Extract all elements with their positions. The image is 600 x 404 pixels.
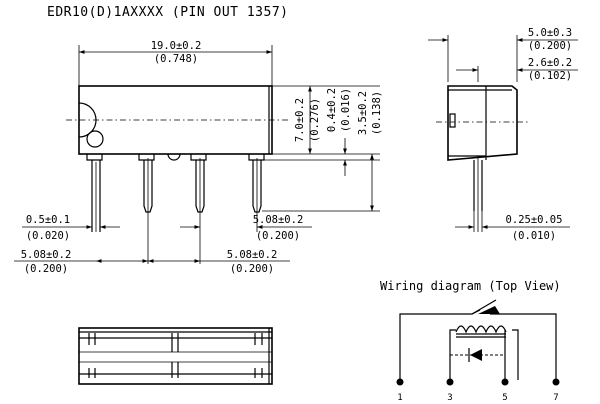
- pitch-right-dim-label: 5.08±0.2: [253, 214, 304, 226]
- pin-row-dim-label: 2.6±0.2: [528, 57, 572, 69]
- pin-width-dim-label: 0.5±0.1: [26, 214, 70, 226]
- pin-row-dim-inch: (0.102): [528, 70, 572, 82]
- pin-5: [195, 158, 205, 264]
- side-view: 5.0±0.3 (0.200) 2.6±0.2 (0.102) 0.25±0.0…: [428, 27, 578, 242]
- pitch-mid-dim-label: 5.08±0.2: [227, 249, 278, 261]
- terminal-3: [446, 378, 454, 386]
- orientation-dot: [86, 130, 104, 148]
- pitch-left-dim-label: 5.08±0.2: [21, 249, 72, 261]
- pin-width-dim-inch: (0.020): [26, 230, 70, 242]
- height-dim-label: 7.0±0.2: [294, 98, 306, 142]
- reed-switch-contact: [471, 299, 497, 315]
- terminal-label-7: 7: [553, 393, 558, 403]
- pin-3: [143, 158, 153, 264]
- side-body: [447, 85, 518, 161]
- pin-length-dim-label: 3.5±0.2: [357, 91, 369, 135]
- pitch-mid-dim-inch: (0.200): [230, 263, 274, 275]
- terminal-label-1: 1: [397, 393, 402, 403]
- wiring-diagram: 1 3 5 7: [396, 299, 560, 403]
- side-width-dim-inch: (0.200): [528, 40, 572, 52]
- terminal-label-3: 3: [447, 393, 452, 403]
- pitch-right-dim-inch: (0.200): [256, 230, 300, 242]
- part-number-title: EDR10(D)1AXXXX (PIN OUT 1357): [47, 5, 288, 20]
- standoff-dim-inch: (0.016): [340, 88, 352, 132]
- height-dim-inch: (0.276): [309, 98, 321, 142]
- relay-coil: [455, 325, 507, 334]
- terminal-7: [552, 378, 560, 386]
- pin-thickness-dim-label: 0.25±0.05: [506, 214, 563, 226]
- standoff-dim-label: 0.4±0.2: [326, 88, 338, 132]
- pin-thickness-dim-inch: (0.010): [512, 230, 556, 242]
- front-view: 19.0±0.2 (0.748): [14, 40, 383, 275]
- terminal-label-5: 5: [502, 393, 507, 403]
- length-dim-label: 19.0±0.2: [151, 40, 202, 52]
- side-width-dim-label: 5.0±0.3: [528, 27, 572, 39]
- pin-7: [252, 158, 262, 232]
- wiring-diagram-title: Wiring diagram (Top View): [380, 279, 561, 293]
- terminal-5: [501, 378, 509, 386]
- bottom-view: [78, 327, 273, 385]
- length-dim-inch: (0.748): [154, 53, 198, 65]
- suppression-diode: [470, 349, 482, 361]
- terminal-1: [396, 378, 404, 386]
- pin-1: [91, 160, 101, 232]
- pitch-left-dim-inch: (0.200): [24, 263, 68, 275]
- pin-length-dim-inch: (0.138): [371, 91, 383, 135]
